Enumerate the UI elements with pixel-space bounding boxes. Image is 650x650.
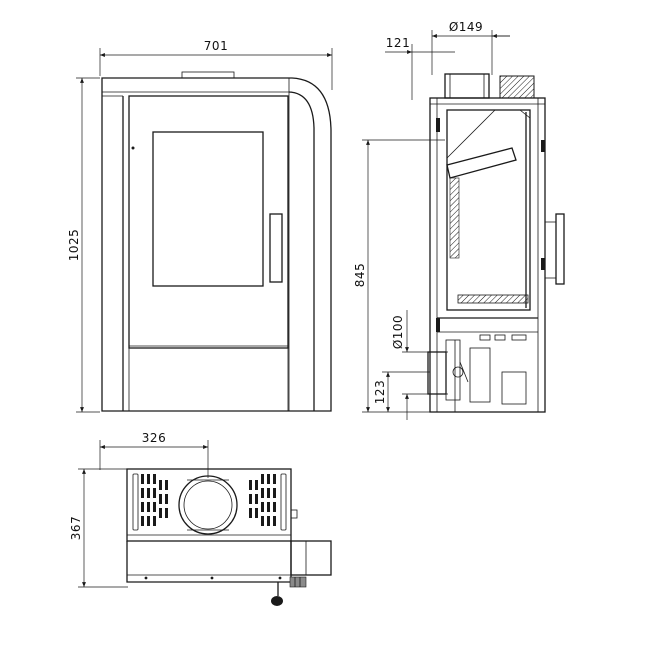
top-vent-cap xyxy=(181,71,235,79)
outlet-height-label: 123 xyxy=(373,380,387,404)
top-depth-dimension: 367 xyxy=(69,468,128,588)
flue-offset-dimension: 121 xyxy=(385,36,455,100)
flue-diameter-dimension: Ø149 xyxy=(431,20,510,75)
front-width-label: 701 xyxy=(204,39,228,53)
control-box xyxy=(501,371,527,405)
top-depth-label: 367 xyxy=(69,516,83,540)
adjuster-knob xyxy=(271,596,283,606)
door-glass xyxy=(152,131,264,287)
top-plate xyxy=(126,468,292,542)
top-view: 326 367 xyxy=(69,431,332,606)
front-width-dimension: 701 xyxy=(99,39,333,90)
top-insulation-block xyxy=(499,75,535,99)
flue-offset-label: 121 xyxy=(386,36,410,50)
side-handle xyxy=(555,213,565,285)
flue-opening xyxy=(178,475,238,535)
left-vent-slots xyxy=(132,473,168,531)
front-height-dimension: 1025 xyxy=(67,77,100,413)
outlet-height-dimension: 123 xyxy=(373,371,430,412)
grate xyxy=(457,294,529,304)
top-offset-dimension: 326 xyxy=(99,431,209,478)
side-view: Ø149 121 845 Ø100 123 xyxy=(353,20,565,420)
outlet-diameter-label: Ø100 xyxy=(391,315,405,349)
flue-height-label: 845 xyxy=(353,263,367,287)
top-offset-label: 326 xyxy=(142,431,166,445)
door-frame xyxy=(128,95,289,349)
flue-collar xyxy=(444,73,490,99)
stove-body-outline xyxy=(101,77,332,412)
outlet-diameter-dimension: Ø100 xyxy=(391,310,448,420)
front-view: 701 1025 xyxy=(67,39,333,413)
firebox xyxy=(446,109,531,311)
side-casing xyxy=(429,97,546,413)
front-height-label: 1025 xyxy=(67,229,81,262)
flue-height-dimension: 845 xyxy=(353,139,445,413)
flue-diameter-label: Ø149 xyxy=(449,20,483,34)
front-body-outline xyxy=(126,541,292,583)
door-handle xyxy=(269,213,283,283)
right-vent-slots xyxy=(249,473,287,531)
